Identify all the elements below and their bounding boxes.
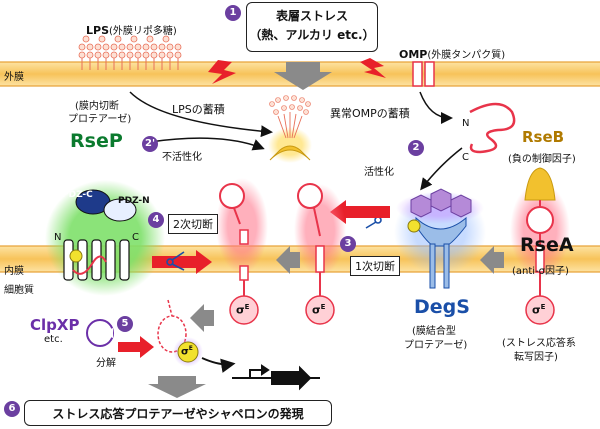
omp-label: OMP(外膜タンパク質) — [399, 48, 506, 61]
sigma-label-mid: σE — [312, 303, 326, 317]
rsep-n-term: N — [54, 232, 62, 243]
pdz-c-label: PDZ-C — [62, 190, 93, 200]
degs-note-2: プロテアーゼ) — [404, 340, 468, 351]
degradation-arrow — [118, 336, 154, 358]
step-2-badge: 2 — [408, 140, 424, 156]
gray-arrow-3 — [190, 304, 214, 332]
step-2p-badge: 2' — [142, 136, 158, 152]
sigma-e-free — [173, 337, 203, 367]
scissors-icon-second — [166, 251, 185, 271]
rsea-note: (anti-σ因子) — [512, 266, 569, 277]
activation-label: 活性化 — [364, 167, 394, 178]
second-cleavage-arrow — [152, 250, 212, 274]
lps-accum-arrow — [129, 91, 273, 138]
final-box: ストレス応答プロテアーゼやシャペロンの発現 — [24, 400, 332, 426]
activation-arrow — [420, 147, 463, 191]
degs-note-1: (膜結合型 — [412, 326, 456, 337]
rseb-title: RseB — [522, 128, 565, 146]
omp-c-term: C — [462, 152, 469, 163]
lps-aggregate-icon — [268, 95, 312, 163]
step-5-badge: 5 — [117, 316, 133, 332]
stress-box-line2: （熱、アルカリ etc.） — [249, 28, 375, 42]
stress-box: 表層ストレス （熱、アルカリ etc.） — [246, 2, 378, 52]
rsep-protease — [45, 180, 165, 296]
final-label: ストレス応答プロテアーゼやシャペロンの発現 — [52, 407, 304, 421]
rsea-cleaved-1 — [294, 183, 346, 325]
rseb-note: (負の制御因子) — [508, 154, 576, 165]
step-4-badge: 4 — [148, 212, 164, 228]
stress-bolt-left-icon — [208, 60, 236, 84]
cytoplasm-label: 細胞質 — [4, 285, 34, 296]
step-1-badge: 1 — [225, 5, 241, 21]
omp-accum-arrow — [419, 91, 453, 124]
clpxp-title: ClpXP — [30, 316, 80, 334]
second-cleavage-label: 2次切断 — [168, 214, 218, 234]
omp-n-term: N — [462, 118, 470, 129]
rsep-c-term: C — [132, 232, 139, 243]
sigma-to-dna-arrow — [201, 357, 236, 373]
abnormal-omp-icon — [469, 102, 516, 154]
step-3-badge: 3 — [340, 236, 356, 252]
rsea-title: RseA — [520, 234, 574, 256]
lps-accum-label: LPSの蓄積 — [172, 103, 225, 116]
stress-box-line1: 表層ストレス — [275, 9, 348, 23]
sigma-note-2: 転写因子) — [514, 352, 558, 363]
clpxp-etc: etc. — [44, 334, 63, 345]
inactivation-label: 不活性化 — [162, 152, 202, 163]
first-cleavage-label: 1次切断 — [350, 256, 400, 276]
omp-note: (外膜タンパク質) — [427, 50, 506, 61]
stress-down-arrow — [274, 62, 332, 90]
lps-molecules — [78, 35, 182, 70]
inactivation-arrow — [149, 137, 265, 151]
pdz-n-label: PDZ-N — [118, 196, 150, 206]
rsep-title: RseP — [70, 130, 123, 152]
clpxp-icon — [86, 319, 114, 347]
rseb-rsea-complex — [510, 167, 570, 325]
gray-arrow-1 — [480, 246, 504, 274]
degs-title: DegS — [414, 296, 470, 318]
lps-label: LPS(外膜リポ多糖) — [86, 24, 177, 37]
sigma-note-1: (ストレス応答系 — [502, 338, 576, 349]
rsea-cleaved-2 — [216, 178, 268, 325]
step-6-badge: 6 — [4, 401, 20, 417]
lps-note: (外膜リポ多糖) — [109, 26, 177, 37]
omp-accum-label: 異常OMPの蓄積 — [330, 107, 410, 120]
outer-membrane-label: 外膜 — [4, 72, 24, 83]
sigma-label-left: σE — [236, 303, 250, 317]
inner-membrane-label: 内膜 — [4, 266, 24, 277]
rsep-note-1: (膜内切断 — [75, 101, 119, 112]
rsep-note-2: プロテアーゼ) — [68, 114, 132, 125]
gene-transcription-icon — [232, 364, 320, 391]
gray-arrow-2 — [276, 246, 300, 274]
sigma-label-right: σE — [532, 303, 546, 317]
stress-bolt-right-icon — [360, 58, 386, 78]
omp-protein — [412, 61, 435, 87]
sigma-label-free: σE — [181, 345, 193, 358]
final-down-arrow — [148, 376, 206, 398]
degradation-label: 分解 — [96, 358, 116, 369]
degs-protease — [394, 188, 486, 289]
